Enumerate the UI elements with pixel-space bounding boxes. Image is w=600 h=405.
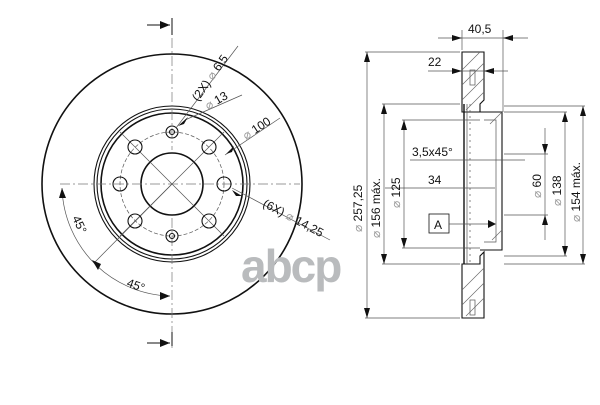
outer-diameter: ⌀ 257,25 bbox=[351, 184, 365, 232]
center-bore-diameter: ⌀ 60 bbox=[530, 174, 544, 198]
front-view: (2X) ⌀ 6,5 ⌀ 13 ⌀ 100 (6X) ⌀ 14,25 45° 4… bbox=[41, 18, 331, 348]
datum-box bbox=[428, 213, 450, 234]
pcd-label: ⌀ 100 bbox=[240, 114, 274, 143]
bolt-holes bbox=[112, 139, 232, 229]
datum-label: A bbox=[434, 218, 442, 232]
hat-depth-34: 34 bbox=[428, 173, 442, 187]
max-inner-diameter: ⌀ 156 máx. bbox=[369, 178, 383, 238]
centering-label: ⌀ 13 bbox=[203, 88, 231, 112]
hat-max-diameter: ⌀ 154 máx. bbox=[569, 162, 583, 222]
hat-diameter: ⌀ 138 bbox=[550, 175, 564, 206]
pin-holes bbox=[165, 125, 179, 243]
angle-label-2: 45° bbox=[125, 276, 147, 295]
watermark: abcp bbox=[241, 240, 341, 292]
hat-outer-diameter: ⌀ 125 bbox=[389, 177, 403, 208]
thickness-22: 22 bbox=[428, 55, 442, 69]
thickness-40-5: 40,5 bbox=[468, 22, 492, 36]
chamfer-label: 3,5x45° bbox=[412, 145, 453, 159]
section-view: 40,5 22 3,5x45° 34 A ⌀ 257,25 ⌀ 156 máx. bbox=[351, 22, 586, 319]
bolt-holes-label: (6X) ⌀ 14,25 bbox=[261, 196, 327, 240]
